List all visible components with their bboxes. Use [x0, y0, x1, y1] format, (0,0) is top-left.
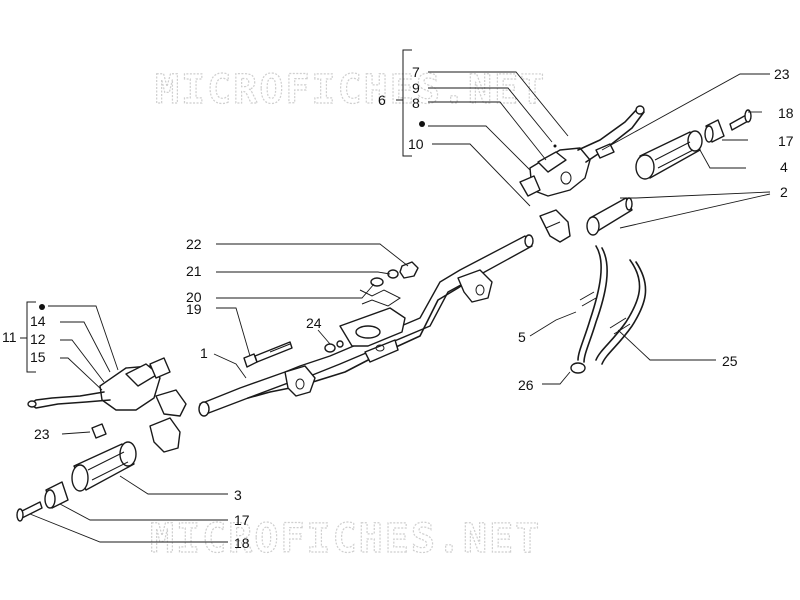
bracket-group-11 — [26, 301, 36, 373]
right-grip — [586, 197, 633, 236]
callout-4: 4 — [780, 159, 788, 175]
watermark-top: MICROFICHES.NET — [155, 67, 546, 113]
cable-part-5 — [577, 245, 608, 363]
callout-19: 19 — [186, 301, 202, 317]
callout-5: 5 — [518, 329, 526, 345]
left-lever-assembly — [27, 357, 187, 417]
callout-23-right: 23 — [774, 66, 790, 82]
bar-end-cap-left — [44, 481, 69, 509]
callout-14: 14 — [30, 313, 46, 329]
marker-dot-left — [39, 304, 45, 310]
callout-2: 2 — [780, 184, 788, 200]
callout-17-left: 17 — [234, 512, 250, 528]
callout-6: 6 — [378, 92, 386, 108]
left-clamp — [149, 417, 181, 453]
left-grip — [71, 441, 137, 492]
callout-1: 1 — [200, 345, 208, 361]
right-grip-outer — [635, 130, 703, 180]
callout-25: 25 — [722, 353, 738, 369]
right-lever-assembly — [519, 105, 645, 197]
screw-part-23-left — [91, 423, 107, 439]
callout-8: 8 — [412, 95, 420, 111]
callout-10: 10 — [408, 136, 424, 152]
bar-end-cap-right — [704, 119, 725, 143]
callout-23-left: 23 — [34, 426, 50, 442]
callout-18-left: 18 — [234, 535, 250, 551]
watermark-bottom: MICROFICHES.NET — [150, 516, 541, 562]
callout-7: 7 — [412, 64, 420, 80]
callout-12: 12 — [30, 331, 46, 347]
bracket-group-6 — [402, 49, 412, 157]
callout-20: 20 — [186, 289, 202, 305]
spacer-plate — [359, 289, 401, 307]
marker-dot-right — [419, 121, 425, 127]
bolt-part-19 — [243, 341, 293, 368]
callout-9: 9 — [412, 80, 420, 96]
cable-part-25 — [595, 259, 647, 365]
callout-17-right: 17 — [778, 133, 794, 149]
callout-3: 3 — [234, 487, 242, 503]
callout-24: 24 — [306, 315, 322, 331]
callout-labels: 7 9 6 8 10 23 18 17 4 2 22 21 20 19 24 1… — [2, 64, 794, 551]
grommet-part-26 — [570, 362, 586, 374]
callout-18-right: 18 — [778, 105, 794, 121]
callout-11: 11 — [2, 329, 17, 345]
bar-end-screw-left — [16, 501, 43, 522]
handlebar-tube — [198, 234, 534, 417]
bar-end-screw-right — [729, 109, 752, 131]
right-clamp — [539, 209, 571, 243]
callout-21: 21 — [186, 263, 202, 279]
callout-26: 26 — [518, 377, 534, 393]
washer-part-24 — [324, 343, 336, 353]
callout-15: 15 — [30, 349, 46, 365]
nut-part-24 — [336, 340, 344, 348]
callout-22: 22 — [186, 236, 202, 252]
leader-lines — [29, 71, 771, 543]
nut-part-22 — [399, 261, 419, 279]
